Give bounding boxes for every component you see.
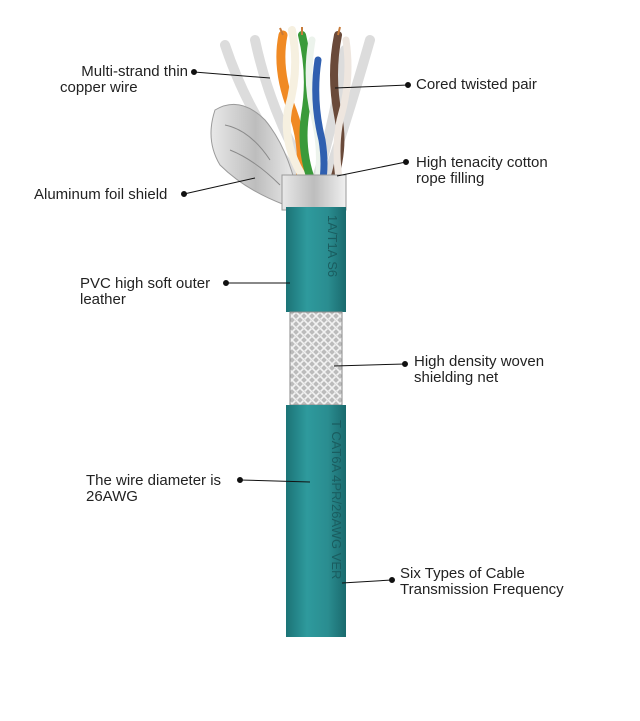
outer-jacket-upper: 1A/T1A S6 bbox=[286, 207, 346, 312]
label-wire-diameter: The wire diameter is 26AWG bbox=[86, 472, 222, 505]
outer-jacket-lower: T CAT6A 4PR/26AWG VER bbox=[286, 405, 346, 637]
twisted-pair-wires bbox=[276, 26, 352, 189]
copper-wire-strands bbox=[279, 26, 341, 36]
label-copper-wire: Multi-strand thin copper wire bbox=[60, 63, 188, 96]
label-six-types: Six Types of Cable Transmission Frequenc… bbox=[400, 565, 564, 598]
label-foil-shield: Aluminum foil shield bbox=[34, 186, 168, 203]
label-pvc-outer: PVC high soft outer leather bbox=[80, 275, 211, 308]
jacket-print-lower: T CAT6A 4PR/26AWG VER bbox=[329, 420, 344, 579]
label-cotton-rope: High tenacity cotton rope filling bbox=[416, 154, 548, 187]
woven-shielding-net bbox=[289, 311, 343, 406]
foil-wrap-band bbox=[281, 174, 347, 211]
leader-lines bbox=[181, 69, 411, 584]
label-woven-shield: High density woven shielding net bbox=[414, 353, 545, 386]
label-twisted-pair: Cored twisted pair bbox=[416, 76, 537, 93]
jacket-print-upper: 1A/T1A S6 bbox=[325, 215, 340, 277]
